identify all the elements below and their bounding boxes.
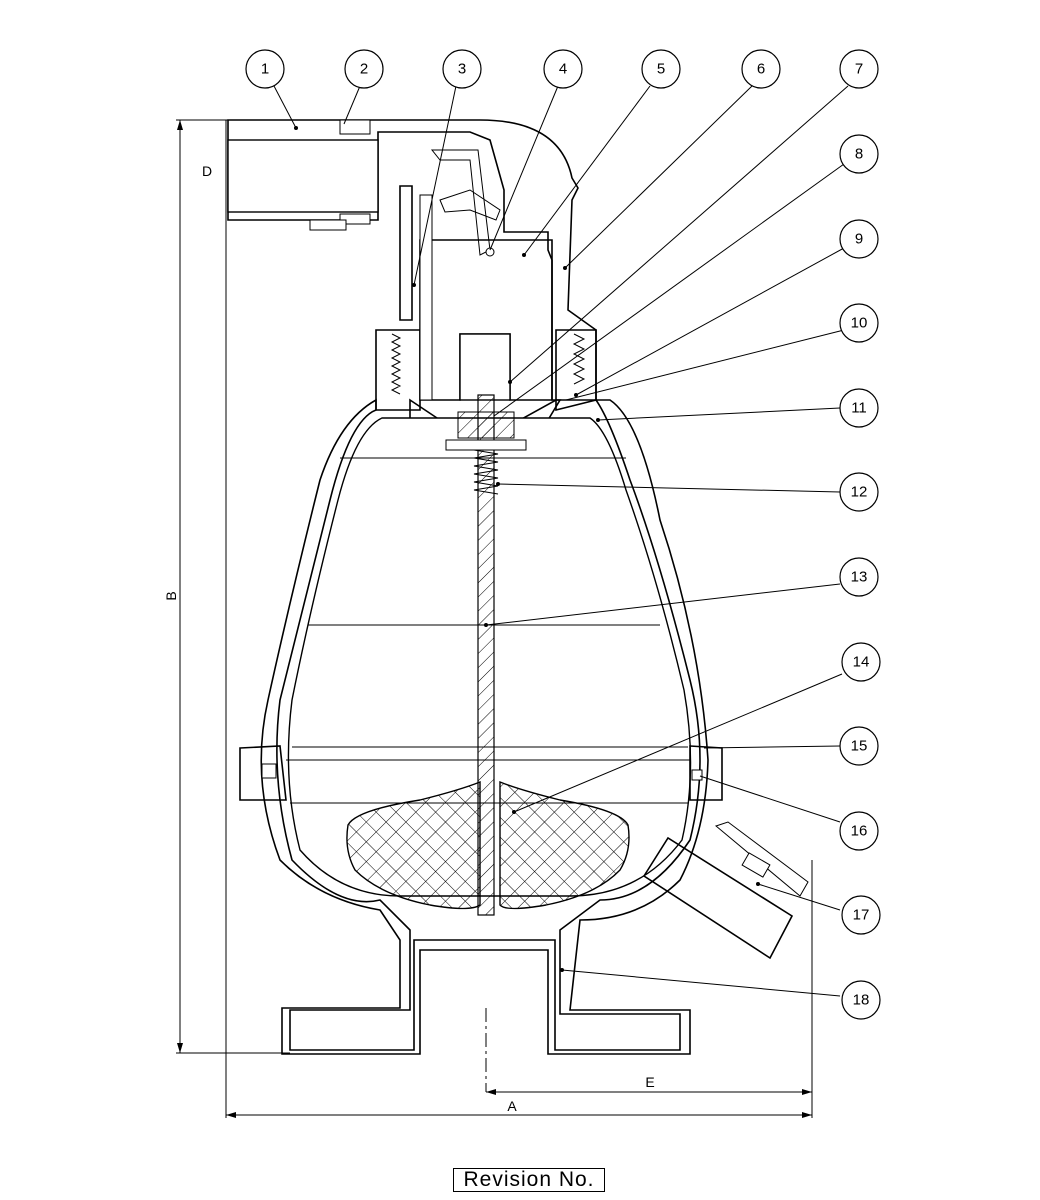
leader-dots (294, 126, 760, 972)
balloon-14: 14 (841, 642, 881, 682)
cap-left-wall (399, 185, 413, 321)
dim-b-label: B (163, 591, 179, 600)
svg-text:9: 9 (855, 231, 863, 248)
balloon-1: 1 (245, 49, 285, 89)
balloon-4: 4 (543, 49, 583, 89)
svg-text:16: 16 (851, 823, 868, 840)
dim-b (176, 119, 290, 1054)
stem (445, 394, 527, 916)
balloon-16: 16 (839, 811, 879, 851)
svg-text:17: 17 (853, 907, 870, 924)
balloon-5: 5 (641, 49, 681, 89)
balloon-8: 8 (839, 134, 879, 174)
svg-text:8: 8 (855, 146, 863, 163)
balloon-2: 2 (344, 49, 384, 89)
dim-a-label: A (507, 1098, 517, 1114)
lower-float (346, 780, 630, 910)
svg-text:3: 3 (458, 61, 466, 78)
drain-valve (642, 821, 809, 960)
outlet-body (227, 119, 597, 401)
svg-text:13: 13 (851, 569, 868, 586)
svg-text:2: 2 (360, 61, 368, 78)
balloon-3: 3 (442, 49, 482, 89)
dim-d-label: D (202, 163, 212, 179)
balloon-17: 17 (841, 895, 881, 935)
svg-text:7: 7 (855, 61, 863, 78)
svg-text:18: 18 (853, 992, 870, 1009)
balloon-18: 18 (841, 980, 881, 1020)
dim-e (486, 1089, 812, 1095)
balloon-11: 11 (839, 388, 879, 428)
balloon-13: 13 (839, 557, 879, 597)
dim-e-label: E (645, 1074, 654, 1090)
leader-lines (273, 85, 849, 997)
svg-text:1: 1 (261, 61, 269, 78)
svg-text:12: 12 (851, 484, 868, 501)
balloon-9: 9 (839, 219, 879, 259)
svg-text:4: 4 (559, 61, 567, 78)
balloon-15: 15 (839, 726, 879, 766)
balloon-10: 10 (839, 303, 879, 343)
balloon-6: 6 (741, 49, 781, 89)
balloon-12: 12 (839, 472, 879, 512)
svg-text:14: 14 (853, 654, 870, 671)
svg-text:6: 6 (757, 61, 765, 78)
svg-text:11: 11 (851, 400, 867, 417)
svg-text:5: 5 (657, 61, 665, 78)
balloon-7: 7 (839, 49, 879, 89)
revision-label: Revision No. (453, 1168, 605, 1192)
svg-text:15: 15 (851, 738, 868, 755)
dim-a (225, 120, 813, 1118)
svg-text:10: 10 (851, 315, 868, 332)
